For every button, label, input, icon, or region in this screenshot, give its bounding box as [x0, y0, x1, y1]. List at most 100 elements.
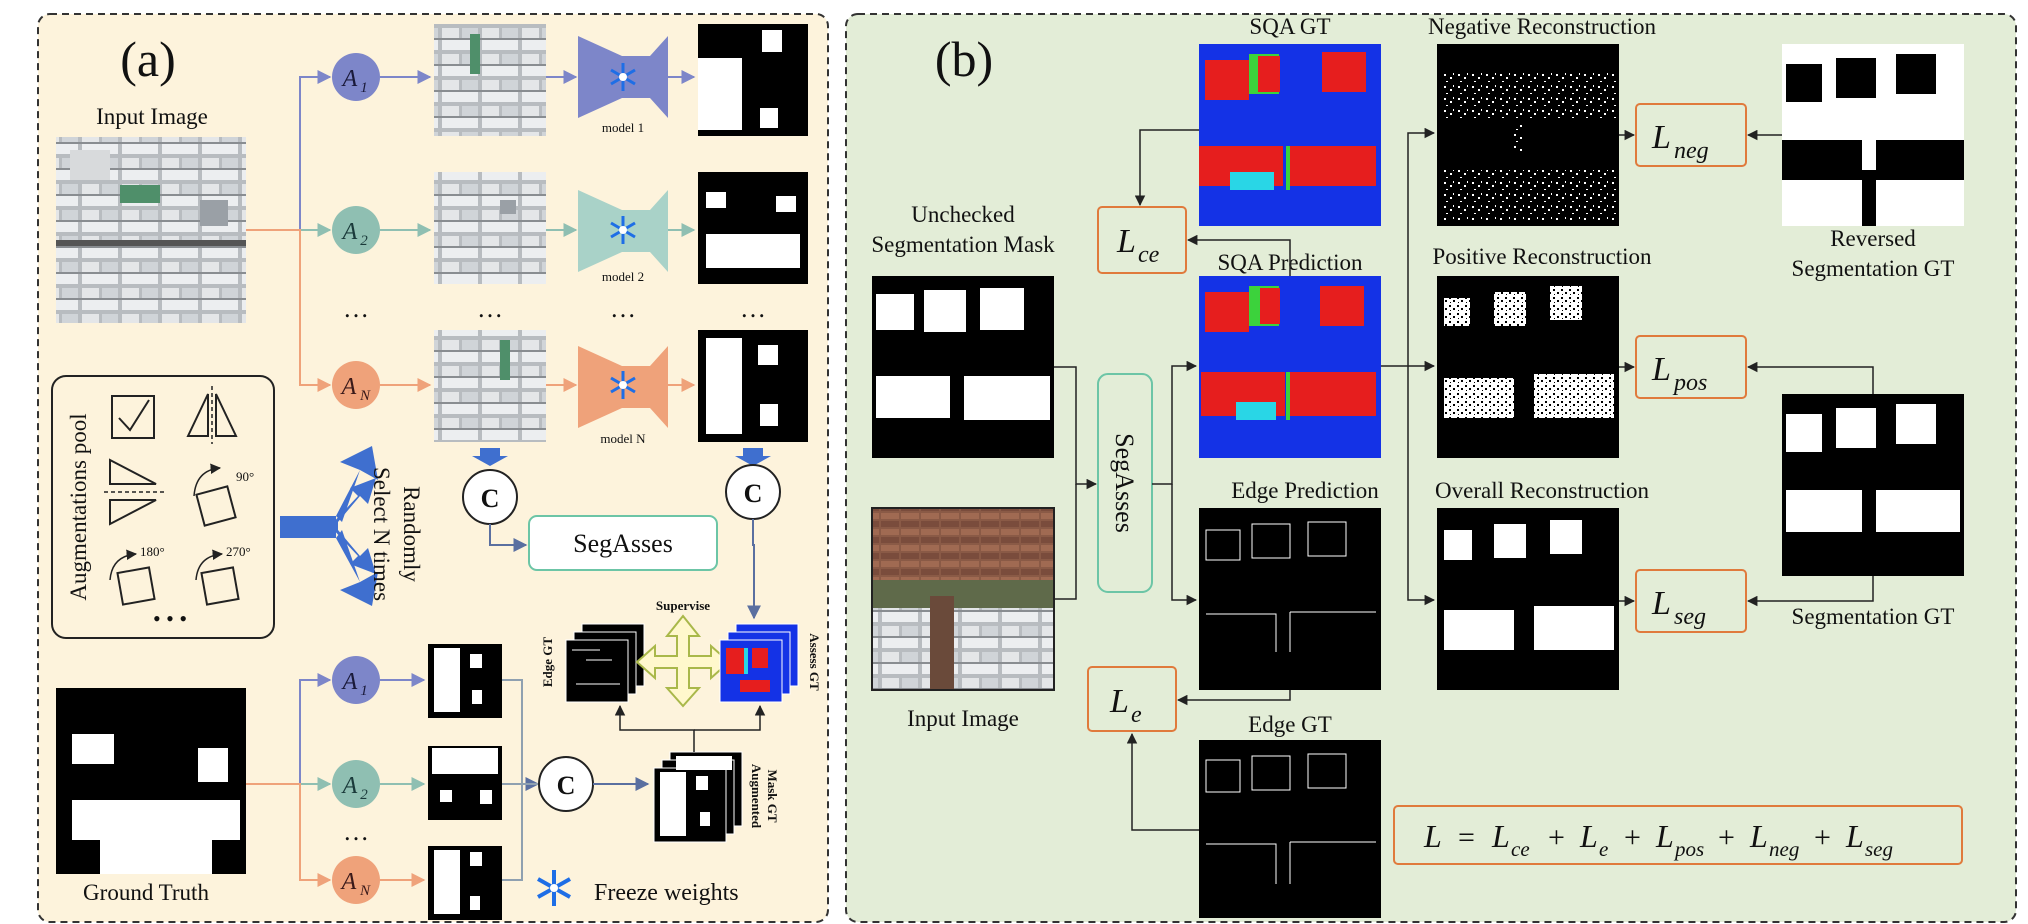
- down-arrow-right-icon: [735, 448, 771, 466]
- aug-ellipsis: …: [343, 294, 369, 323]
- loss-seg-symbol: L: [1651, 585, 1671, 622]
- arrow-sqapred-to-lce: [1186, 234, 1291, 276]
- loss-neg-subscript: neg: [1674, 138, 1709, 164]
- arrow-augmask-to-edgegt: [614, 704, 695, 752]
- predicted-mask-n: [698, 330, 808, 442]
- assess-gt-label-a: Assess GT: [807, 633, 822, 691]
- svg-text:+: +: [1624, 821, 1641, 854]
- positive-reconstruction-image: [1437, 276, 1619, 458]
- arrow-mask-to-segasses: [1054, 366, 1098, 490]
- arrow-image-to-segasses: [1054, 484, 1077, 600]
- svg-text:180°: 180°: [140, 544, 165, 559]
- unchecked-mask-image: [872, 276, 1054, 458]
- rotate-270-icon: 270°: [195, 544, 251, 606]
- svg-text:model N: model N: [600, 431, 646, 446]
- overall-recon-label: Overall Reconstruction: [1435, 478, 1649, 503]
- svg-text:2: 2: [360, 233, 368, 249]
- augmented-mask-gt-label-1: Augmented: [749, 764, 764, 829]
- svg-text:A: A: [341, 219, 358, 245]
- arrow-sqagt-to-lce: [1134, 129, 1199, 207]
- total-loss-equation: L = L ce + L e + L pos + L neg + L seg: [1423, 818, 1893, 861]
- augmented-mask-gt-label-2: Mask GT: [765, 769, 780, 822]
- input-aerial-image: [56, 137, 246, 323]
- gt-aug-circle-a1: A 1: [332, 656, 380, 704]
- freeze-snowflake-icon: [610, 371, 636, 399]
- arrow-seggt-to-lpos: [1746, 361, 1874, 394]
- concat-circle-left: C: [462, 469, 518, 525]
- overall-reconstruction-image: [1437, 508, 1619, 690]
- ground-truth-label: Ground Truth: [83, 880, 209, 905]
- pos-recon-label: Positive Reconstruction: [1432, 244, 1652, 269]
- panel-b-label: (b): [935, 31, 993, 87]
- supervise-label: Supervise: [656, 598, 710, 613]
- svg-text:model 1: model 1: [602, 120, 644, 135]
- vflip-icon: [104, 458, 164, 526]
- loss-pos-box: [1635, 335, 1747, 399]
- sqa-gt-label: SQA GT: [1249, 14, 1330, 39]
- augmented-image-2: [434, 172, 546, 284]
- assess-gt-stack: [719, 623, 799, 703]
- arrow-segasses-to-sqa-pred: [1152, 360, 1198, 485]
- svg-text:1: 1: [360, 683, 368, 699]
- augmented-gt-mask-1: [428, 644, 502, 718]
- snowflake-legend-icon: [537, 870, 571, 906]
- segasses-label-b: SegAsses: [1110, 433, 1139, 533]
- segasses-box-b: [1097, 373, 1153, 593]
- input-image-label: Input Image: [96, 104, 208, 129]
- svg-text:N: N: [359, 883, 371, 899]
- model-ellipsis: …: [610, 294, 636, 323]
- arrow-edgegt-to-le: [1126, 732, 1199, 831]
- edge-pred-label: Edge Prediction: [1231, 478, 1379, 503]
- reversed-segmentation-gt-image: [1782, 44, 1964, 226]
- loss-e-symbol: L: [1109, 683, 1129, 720]
- svg-text:L: L: [1845, 818, 1864, 854]
- loss-pos-symbol: L: [1651, 351, 1671, 388]
- svg-text:+: +: [1548, 821, 1565, 854]
- aug-circle-a1: A 1: [332, 53, 380, 101]
- svg-text:N: N: [359, 388, 371, 404]
- loss-pos-subscript: pos: [1672, 370, 1707, 396]
- select-arrow-icon: [280, 446, 378, 606]
- predicted-mask-1: [698, 24, 808, 136]
- augmentations-pool-box: [51, 375, 275, 639]
- arrow-seggt-to-lseg: [1746, 576, 1874, 607]
- gt-aug-circle-a2: A 2: [332, 760, 380, 808]
- svg-text:L: L: [1655, 818, 1674, 854]
- hflip-icon: [186, 386, 238, 444]
- model-2: model 2: [578, 190, 668, 284]
- predicted-mask-2: [698, 172, 808, 284]
- svg-text:A: A: [341, 773, 358, 799]
- mask-ellipsis: …: [740, 294, 766, 323]
- freeze-weights-label: Freeze weights: [594, 880, 739, 906]
- identity-check-icon: [111, 395, 155, 439]
- svg-text:e: e: [1599, 837, 1608, 861]
- rotate-90-icon: 90°: [193, 463, 254, 527]
- svg-text:L: L: [1491, 818, 1510, 854]
- arrow-sqapred-to-neg: [1381, 127, 1436, 367]
- edge-gt-label-b: Edge GT: [1248, 712, 1332, 737]
- svg-text:1: 1: [360, 80, 368, 96]
- svg-text:+: +: [1718, 821, 1735, 854]
- arrow-concat-to-assess: [747, 519, 761, 620]
- supervise-arrow-icon: [635, 614, 731, 708]
- sqa-gt-image: [1199, 44, 1381, 226]
- gt-aug-circle-an: A N: [332, 856, 380, 904]
- augmented-mask-gt-stack: [653, 751, 743, 843]
- svg-text:+: +: [1814, 821, 1831, 854]
- randomly-label: Randomly: [399, 486, 424, 582]
- arrow-sqapred-to-overall: [1407, 366, 1436, 606]
- segmentation-gt-label: Segmentation GT: [1792, 604, 1955, 629]
- freeze-snowflake-icon: [610, 216, 636, 244]
- model-n: model N: [578, 346, 668, 446]
- svg-text:A: A: [341, 669, 358, 695]
- loss-e-box: [1087, 666, 1177, 732]
- svg-text:2: 2: [360, 787, 368, 803]
- unchecked-label-1: Unchecked: [911, 202, 1015, 227]
- loss-seg-subscript: seg: [1674, 604, 1706, 630]
- down-arrow-left-icon: [472, 448, 508, 466]
- svg-text:A: A: [340, 374, 357, 400]
- loss-ce-box: [1097, 206, 1187, 274]
- model-1: model 1: [578, 36, 668, 135]
- svg-text:L: L: [1749, 818, 1768, 854]
